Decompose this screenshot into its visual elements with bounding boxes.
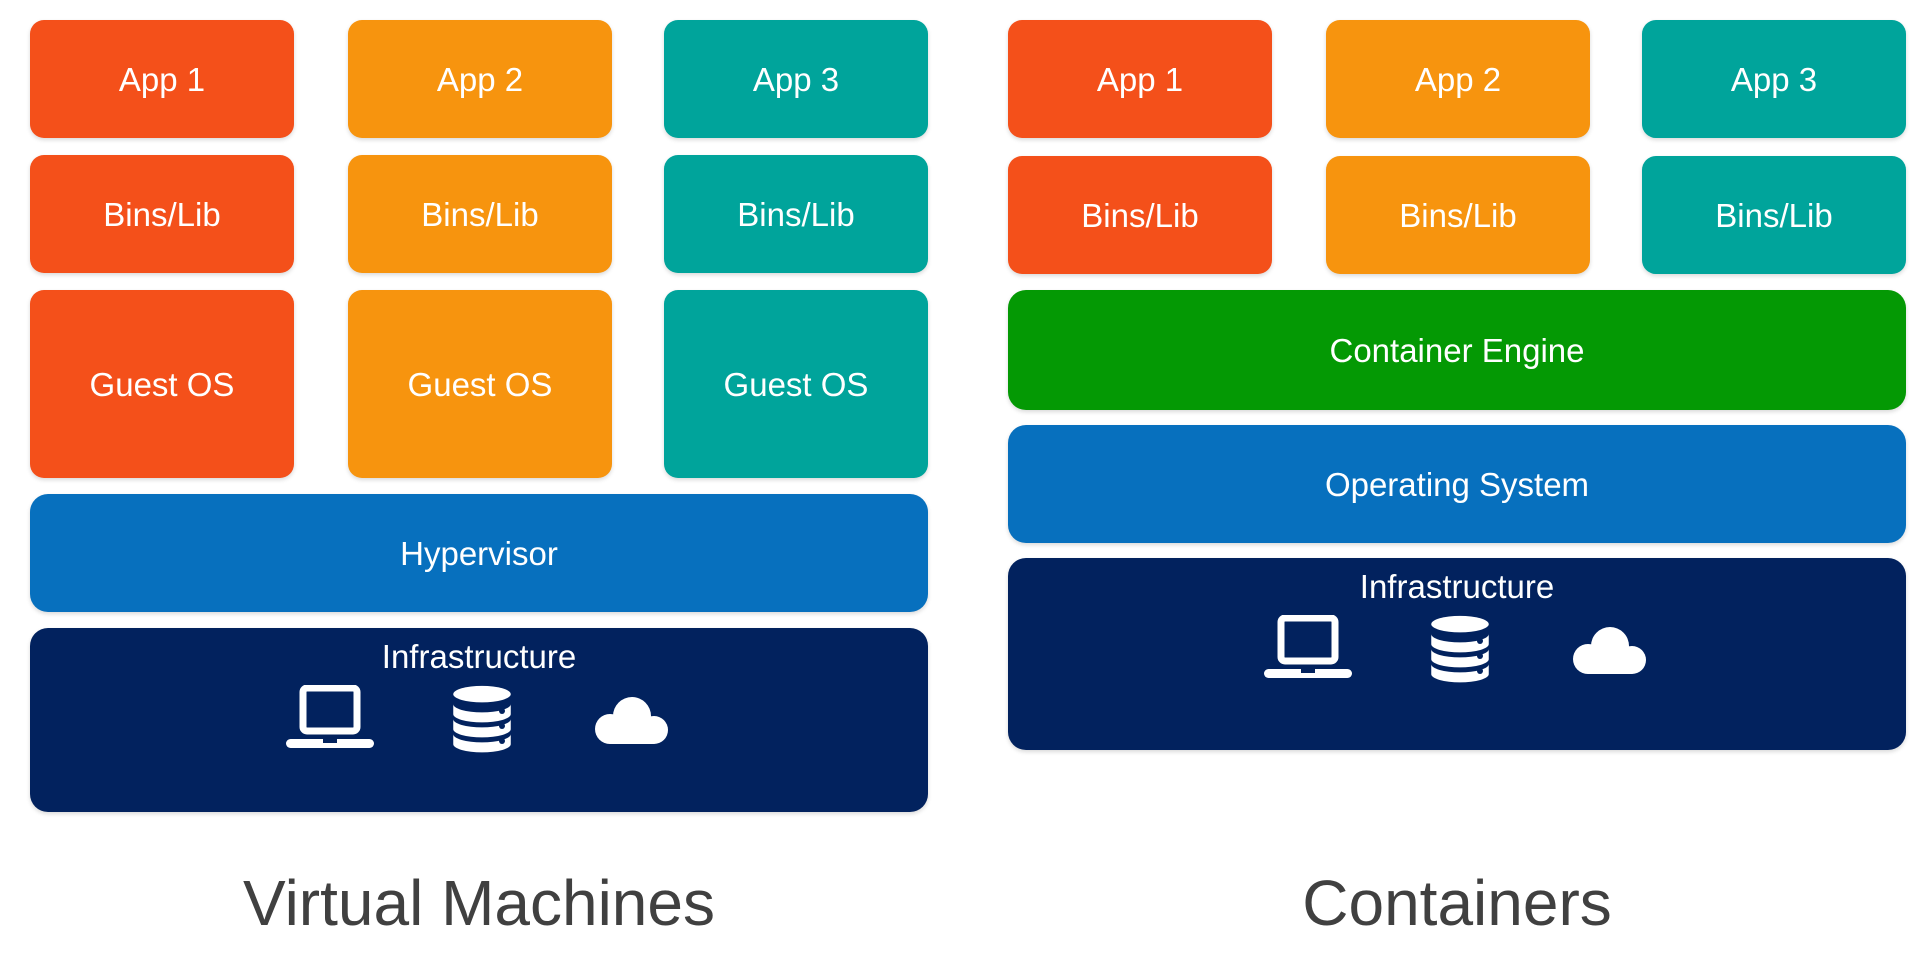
vm-infrastructure-label: Infrastructure — [381, 638, 577, 675]
vm-bins-lib-3-label: Bins/Lib — [737, 195, 855, 233]
vm-guest-os-1-box: Guest OS — [30, 290, 294, 478]
vm-infrastructure-bar: Infrastructure — [30, 628, 928, 812]
container-bins-lib-2-box: Bins/Lib — [1326, 156, 1590, 274]
containers-infrastructure-label: Infrastructure — [1359, 568, 1555, 605]
vm-app-1-box: App 1 — [30, 20, 294, 138]
vm-bins-lib-1-box: Bins/Lib — [30, 155, 294, 273]
container-engine-label: Container Engine — [1329, 331, 1585, 369]
vm-infrastructure-icons — [284, 685, 674, 757]
laptop-icon — [1262, 615, 1354, 687]
cloud-icon — [1566, 624, 1652, 678]
containers-infrastructure-icons — [1262, 615, 1652, 687]
container-app-2-label: App 2 — [1414, 60, 1502, 98]
operating-system-bar: Operating System — [1008, 425, 1906, 543]
vm-app-1-label: App 1 — [118, 60, 206, 98]
vm-bins-lib-3-box: Bins/Lib — [664, 155, 928, 273]
vm-app-2-label: App 2 — [436, 60, 524, 98]
container-app-1-box: App 1 — [1008, 20, 1272, 138]
container-app-3-box: App 3 — [1642, 20, 1906, 138]
container-app-1-label: App 1 — [1096, 60, 1184, 98]
operating-system-label: Operating System — [1324, 465, 1590, 503]
vm-guest-os-2-box: Guest OS — [348, 290, 612, 478]
container-bins-lib-2-label: Bins/Lib — [1399, 196, 1517, 234]
container-app-2-box: App 2 — [1326, 20, 1590, 138]
container-engine-bar: Container Engine — [1008, 290, 1906, 410]
vm-bins-lib-1-label: Bins/Lib — [103, 195, 221, 233]
vm-bins-lib-2-label: Bins/Lib — [421, 195, 539, 233]
containers-infrastructure-bar: Infrastructure — [1008, 558, 1906, 750]
hypervisor-label: Hypervisor — [400, 534, 558, 572]
virtual-machines-title: Virtual Machines — [243, 867, 715, 939]
database-icon — [1430, 615, 1490, 687]
vm-guest-os-3-box: Guest OS — [664, 290, 928, 478]
vm-app-3-label: App 3 — [752, 60, 840, 98]
vm-app-2-box: App 2 — [348, 20, 612, 138]
vm-guest-os-3-label: Guest OS — [723, 365, 869, 403]
hypervisor-bar: Hypervisor — [30, 494, 928, 612]
container-bins-lib-1-box: Bins/Lib — [1008, 156, 1272, 274]
cloud-icon — [588, 694, 674, 748]
container-app-3-label: App 3 — [1730, 60, 1818, 98]
laptop-icon — [284, 685, 376, 757]
container-bins-lib-1-label: Bins/Lib — [1081, 196, 1199, 234]
virtual-machines-panel: App 1 App 2 App 3 Bins/Lib Bins/Lib Bins… — [30, 0, 928, 972]
containers-panel: App 1 App 2 App 3 Bins/Lib Bins/Lib Bins… — [1008, 0, 1906, 972]
containers-title: Containers — [1302, 867, 1612, 939]
container-bins-lib-3-box: Bins/Lib — [1642, 156, 1906, 274]
vm-guest-os-2-label: Guest OS — [407, 365, 553, 403]
vm-bins-lib-2-box: Bins/Lib — [348, 155, 612, 273]
vm-guest-os-1-label: Guest OS — [89, 365, 235, 403]
container-bins-lib-3-label: Bins/Lib — [1715, 196, 1833, 234]
database-icon — [452, 685, 512, 757]
vm-app-3-box: App 3 — [664, 20, 928, 138]
